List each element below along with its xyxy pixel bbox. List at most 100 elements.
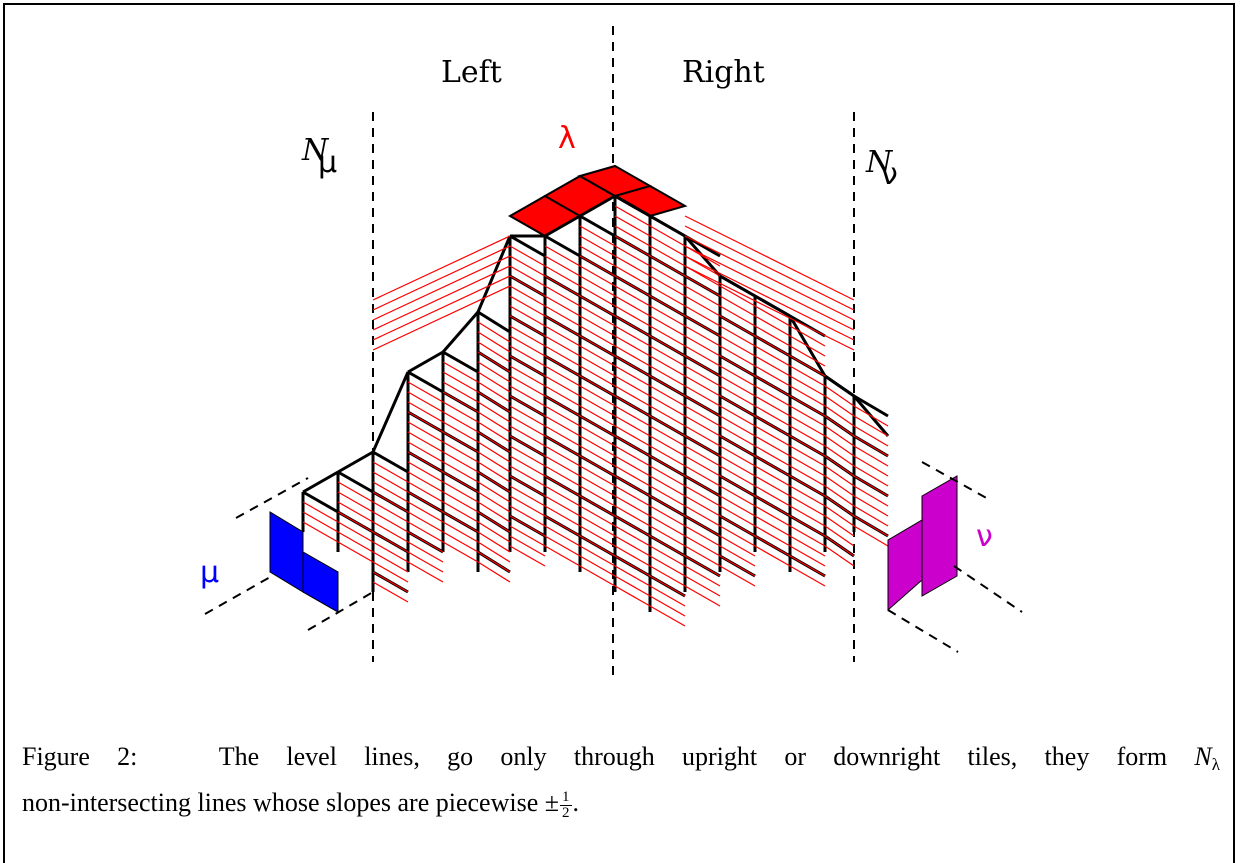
tile-edge [824, 374, 855, 398]
level-line-segment [614, 355, 651, 377]
level-line-segment [719, 465, 756, 487]
level-line-segment [649, 255, 686, 277]
level-line-segment [614, 205, 651, 227]
level-line-segment [719, 475, 756, 497]
level-line-segment [719, 545, 756, 567]
level-line-right [684, 265, 855, 351]
level-line-segment [337, 501, 374, 523]
level-line-segment [579, 375, 616, 397]
level-line-segment [754, 535, 791, 557]
level-line-segment [442, 431, 479, 453]
level-line-segment [789, 465, 826, 487]
level-line-segment [789, 405, 826, 427]
lambda-label: λ [558, 121, 576, 156]
level-line-segment [407, 451, 444, 473]
level-line-segment [719, 295, 756, 317]
level-line-segment [649, 285, 686, 307]
level-line-segment [477, 511, 511, 533]
level-line-segment [544, 265, 581, 287]
level-line-segment [614, 495, 651, 517]
level-line-segment [579, 385, 616, 407]
level-line-segment [544, 405, 581, 427]
level-line-segment [509, 245, 546, 267]
n-mu-label: N μ [301, 133, 337, 180]
level-line-segment [579, 325, 616, 347]
level-line-segment [649, 295, 686, 317]
level-line-segment [544, 395, 581, 417]
level-line-segment [544, 435, 581, 457]
level-line-segment [509, 525, 546, 547]
tile-edge [302, 490, 339, 514]
level-line-segment [544, 545, 581, 567]
level-line-segment [754, 415, 791, 437]
level-line-segment [579, 455, 616, 477]
level-line-segment [719, 485, 756, 507]
level-line-segment [372, 491, 409, 513]
level-line-segment [477, 431, 511, 453]
nu-label: ν [976, 519, 993, 554]
level-line-segment [789, 545, 826, 567]
level-line-segment [684, 445, 721, 467]
level-line-segment [509, 415, 546, 437]
level-line-segment [442, 531, 479, 553]
level-line-segment [579, 245, 616, 267]
level-line-segment [684, 495, 721, 517]
level-line-segment [372, 481, 409, 503]
level-line-segment [684, 385, 721, 407]
level-line-segment [853, 525, 889, 547]
level-line-segment [719, 315, 756, 337]
level-line-segment [579, 335, 616, 357]
level-line-left [372, 255, 511, 321]
level-line-segment [442, 471, 479, 493]
level-line-segment [407, 441, 444, 463]
level-line-segment [754, 545, 791, 567]
mu-dashes [204, 477, 374, 631]
level-line-segment [719, 285, 756, 307]
level-line-segment [337, 511, 374, 533]
level-line-segment [544, 355, 581, 377]
level-line-segment [789, 355, 826, 377]
level-line-segment [789, 385, 826, 407]
level-line-segment [824, 415, 855, 437]
level-line-segment [719, 515, 756, 537]
level-line-segment [544, 505, 581, 527]
level-line-segment [649, 575, 686, 597]
level-line-segment [649, 335, 686, 357]
level-line-segment [789, 395, 826, 417]
level-line-segment [719, 555, 756, 577]
mu-shape [269, 511, 339, 613]
level-line-segment [477, 381, 511, 403]
n-mu-subscript: μ [318, 145, 337, 180]
level-line-segment [853, 515, 889, 537]
level-line-segment [789, 365, 826, 387]
level-line-segment [337, 531, 374, 553]
level-line-segment [824, 385, 855, 407]
level-line-segment [509, 365, 546, 387]
level-line-segment [614, 455, 651, 477]
level-line-segment [684, 285, 721, 307]
level-line-segment [544, 295, 581, 317]
level-line-left [372, 245, 511, 311]
level-line-segment [649, 465, 686, 487]
level-line-segment [544, 415, 581, 437]
level-line-segment [754, 485, 791, 507]
level-line-segment [684, 455, 721, 477]
level-line-segment [684, 425, 721, 447]
tile-edge [509, 234, 546, 258]
level-line-segment [824, 485, 855, 507]
level-line-segment [684, 365, 721, 387]
level-line-segment [789, 535, 826, 557]
level-line-segment [579, 435, 616, 457]
caption-line-1-text: The level lines, go only through upright… [218, 742, 1168, 771]
level-line-segment [544, 385, 581, 407]
tile-edge [579, 214, 616, 238]
level-line-segment [509, 455, 546, 477]
level-line-segment [684, 435, 721, 457]
level-line-segment [684, 535, 721, 557]
level-line-segment [754, 355, 791, 377]
level-line-segment [509, 545, 546, 567]
level-line-segment [684, 395, 721, 417]
tile-edge [614, 194, 651, 218]
level-line-segment [509, 375, 546, 397]
level-line-segment [509, 325, 546, 347]
